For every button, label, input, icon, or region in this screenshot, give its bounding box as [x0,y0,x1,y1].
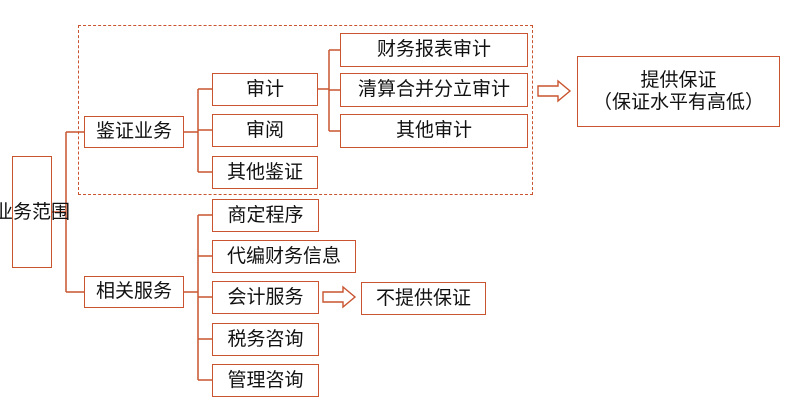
management-consulting-node: 管理咨询 [212,364,319,397]
agreed-procedures-node: 商定程序 [212,199,319,232]
accounting-services-node: 会计服务 [212,281,319,314]
attest-node: 鉴证业务 [84,116,184,148]
root-node: 业 务 范 围 [0,156,70,268]
tax-consulting-node: 税务咨询 [212,323,319,356]
root-char-4: 围 [51,201,71,223]
root-char-2: 务 [12,201,32,223]
no-assurance-arrow [322,285,357,309]
related-node: 相关服务 [84,276,184,308]
root-char-1: 业 [0,201,13,223]
assurance-arrow [537,79,572,103]
audit-node: 审计 [212,73,318,106]
other-attest-node: 其他鉴证 [212,156,318,189]
attest-group-frame [78,25,533,195]
liquidation-merger-audit-node: 清算合并分立审计 [340,73,528,107]
provides-assurance-note: （保证水平有高低） [592,90,764,113]
provides-assurance-title: 提供保证 [640,68,717,91]
no-assurance-node: 不提供保证 [361,282,486,315]
root-char-3: 范 [32,201,52,223]
compilation-node: 代编财务信息 [212,240,356,273]
provides-assurance-node: 提供保证 （保证水平有高低） [577,56,780,127]
review-node: 审阅 [212,114,318,147]
other-audit-node: 其他审计 [340,114,528,148]
financial-statement-audit-node: 财务报表审计 [340,33,528,67]
